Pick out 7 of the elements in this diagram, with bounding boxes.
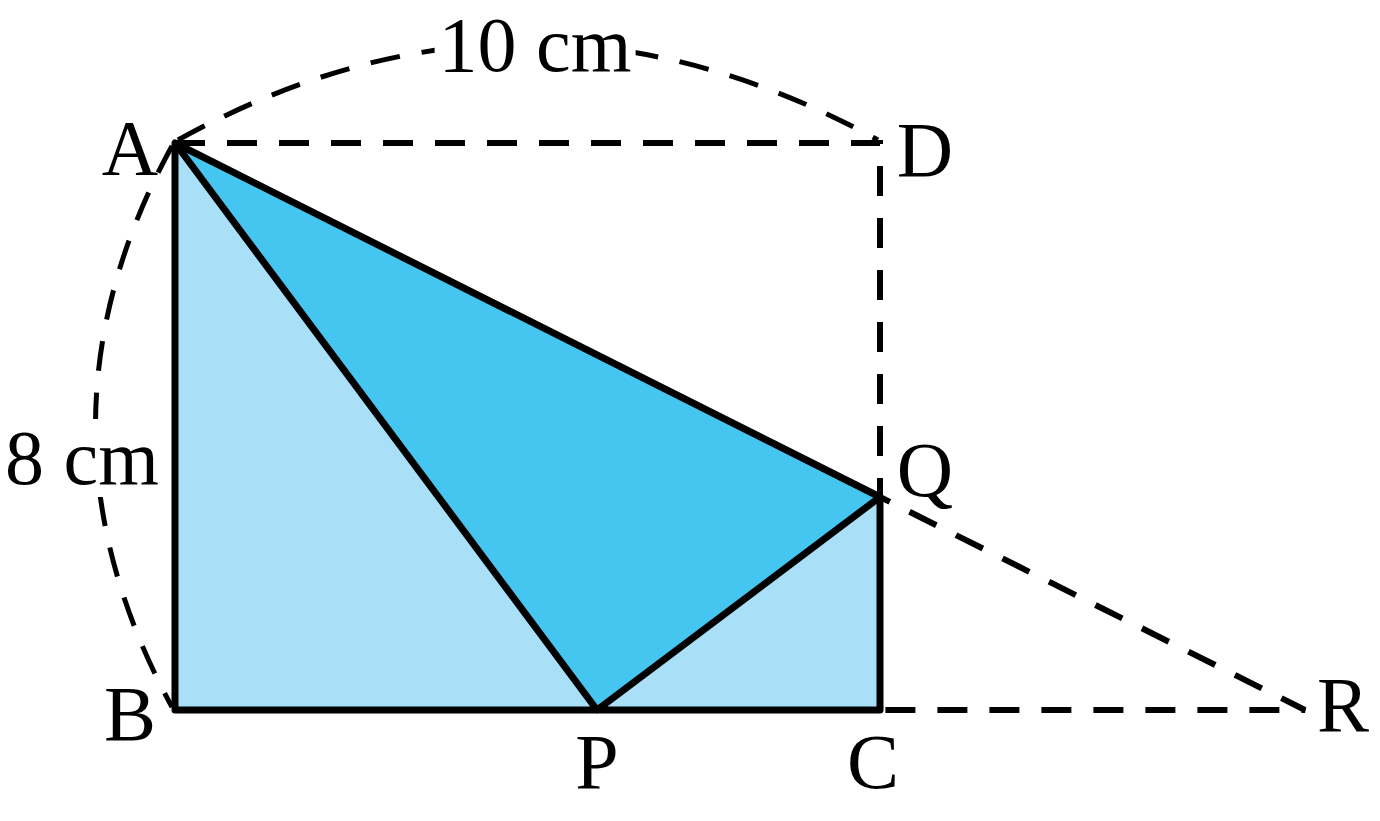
point-label: P (575, 723, 619, 801)
point-label: C (847, 723, 899, 801)
point-label: Q (896, 431, 954, 509)
point-label: B (104, 675, 156, 753)
point-label: D (896, 111, 954, 189)
point-label: A (101, 109, 159, 187)
point-label: R (1317, 666, 1369, 744)
